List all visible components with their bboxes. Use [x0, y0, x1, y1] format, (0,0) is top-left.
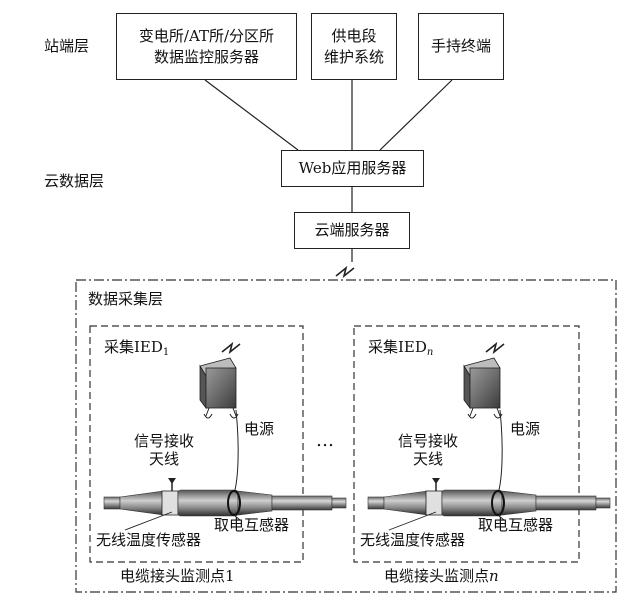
sensor-n-label: 无线温度传感器 — [360, 531, 466, 549]
acquisition-layer-frame — [75, 279, 617, 593]
monitor-point-n-label: 电缆接头监测点n — [384, 567, 499, 585]
handheld-terminal-label: 手持终端 — [430, 37, 491, 56]
link-monitor-to-web — [204, 79, 299, 151]
sensor-1-leader — [124, 511, 173, 531]
maintenance-system-line2: 维护系统 — [323, 47, 384, 66]
ied-n-device — [463, 357, 503, 419]
sensor-1-label: 无线温度传感器 — [96, 531, 202, 549]
monitor-point-1-label: 电缆接头监测点1 — [120, 567, 235, 585]
sensor-n-leader — [388, 511, 437, 531]
wireless-link-icon — [335, 267, 355, 277]
cable-joint-n — [367, 489, 611, 517]
link-handheld-to-web — [379, 79, 453, 151]
ied-1-power-wire — [233, 409, 239, 495]
substation-monitor-server-box: 变电所/AT所/分区所 数据监控服务器 — [116, 13, 297, 80]
cloud-server-box: 云端服务器 — [294, 212, 410, 249]
handheld-terminal-box: 手持终端 — [418, 13, 504, 80]
ied-n-power-wire — [497, 409, 503, 495]
cable-joint-1 — [103, 489, 347, 517]
monitor-point-1-frame — [89, 325, 304, 563]
ct-n-label: 取电互感器 — [478, 516, 554, 534]
monitor-point-n-frame — [353, 325, 580, 563]
acquisition-layer-label: 数据采集层 — [88, 290, 164, 308]
power-n-label: 电源 — [510, 420, 541, 438]
substation-monitor-server-line1: 变电所/AT所/分区所 — [138, 27, 275, 46]
ied-n-label: 采集IEDn — [368, 338, 434, 358]
ied-1-device — [199, 357, 239, 419]
substation-monitor-server-line2: 数据监控服务器 — [153, 47, 259, 66]
antenna-1-label: 信号接收 天线 — [133, 432, 194, 468]
ied-1-label: 采集IED1 — [104, 338, 170, 358]
monitor-points-ellipsis: … — [316, 430, 334, 451]
cloud-server-label: 云端服务器 — [314, 221, 390, 240]
ct-n-leader — [498, 515, 505, 521]
ct-n-ring — [491, 490, 505, 516]
ied-1-wireless-icon — [221, 343, 241, 353]
power-1-label: 电源 — [244, 420, 275, 438]
station-layer-label: 站端层 — [44, 37, 90, 55]
cloud-layer-label: 云数据层 — [44, 172, 105, 190]
antenna-n-label: 信号接收 天线 — [397, 432, 458, 468]
ct-1-leader — [234, 515, 241, 521]
ct-1-label: 取电互感器 — [214, 516, 290, 534]
maintenance-system-line1: 供电段 — [331, 27, 377, 46]
ied-n-wireless-icon — [485, 343, 505, 353]
ct-1-ring — [227, 490, 241, 516]
maintenance-system-box: 供电段 维护系统 — [311, 13, 397, 80]
web-application-server-label: Web应用服务器 — [298, 159, 407, 178]
web-application-server-box: Web应用服务器 — [281, 150, 424, 187]
